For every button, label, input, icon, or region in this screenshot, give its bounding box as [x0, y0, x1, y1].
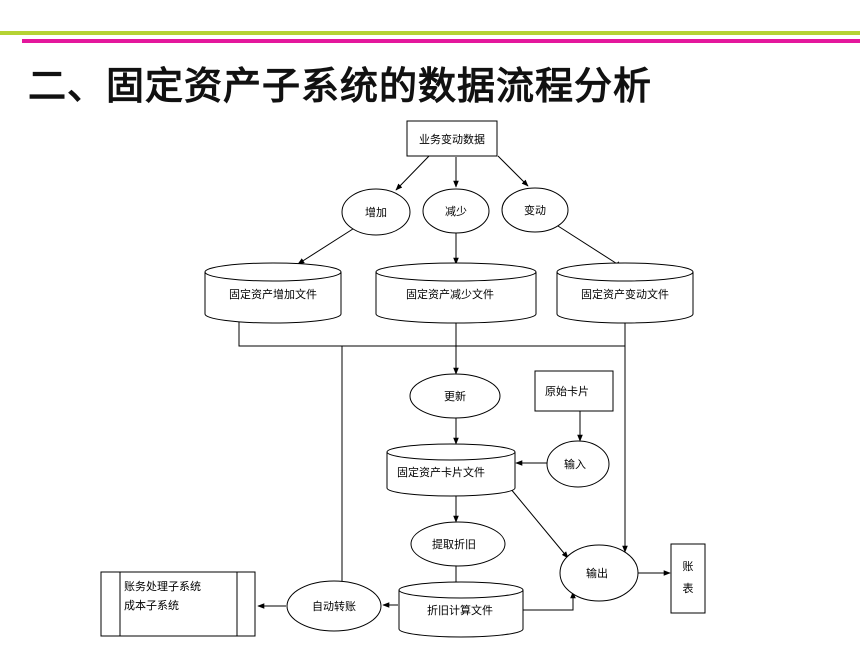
node-source: 业务变动数据: [406, 120, 498, 157]
node-output: 输出: [559, 544, 639, 602]
node-update: 更新: [409, 373, 501, 419]
node-change-label: 变动: [524, 203, 546, 217]
node-auto-post: 自动转账: [286, 580, 382, 632]
node-input-label: 输入: [564, 457, 586, 471]
node-external-label-1: 账务处理子系统: [124, 580, 201, 593]
node-original-card: 原始卡片: [534, 370, 614, 412]
edge-source-change: [497, 155, 529, 187]
node-update-label: 更新: [444, 389, 466, 403]
page-title: 二、固定资产子系统的数据流程分析: [28, 64, 653, 108]
header-rule-magenta: [22, 39, 860, 43]
node-reduce: 减少: [422, 188, 490, 234]
node-depreciate: 提取折旧: [410, 521, 506, 567]
node-card-file-label: 固定资产卡片文件: [397, 465, 485, 479]
edge-files-collector: [238, 318, 625, 347]
edge-cardfile-output: [509, 487, 569, 559]
node-original-card-label: 原始卡片: [545, 384, 589, 398]
node-external-label-2: 成本子系统: [124, 598, 179, 612]
node-reduce-file: 固定资产减少文件: [375, 262, 537, 324]
edge-source-add: [395, 154, 431, 191]
node-report-label-2: 表: [683, 581, 694, 595]
node-card-file: 固定资产卡片文件: [386, 443, 516, 497]
node-reduce-label: 减少: [445, 205, 467, 218]
node-auto-post-label: 自动转账: [312, 599, 356, 613]
node-report-label-1: 账: [683, 560, 694, 573]
node-add-file-label: 固定资产增加文件: [229, 287, 317, 301]
node-report: 账 表: [670, 543, 706, 614]
node-change: 变动: [501, 187, 569, 233]
node-add-file: 固定资产增加文件: [204, 262, 342, 324]
node-external: 账务处理子系统 成本子系统: [100, 571, 256, 637]
edge-add-addfile: [297, 226, 357, 265]
node-change-file-label: 固定资产变动文件: [581, 287, 669, 301]
node-depr-file-label: 折旧计算文件: [427, 603, 493, 617]
node-input: 输入: [546, 440, 610, 488]
node-output-label: 输出: [586, 566, 608, 580]
edge-change-changefile: [557, 225, 623, 268]
node-change-file: 固定资产变动文件: [556, 262, 694, 324]
header-rule-green: [0, 31, 860, 35]
edge-deprfile-output: [523, 591, 576, 611]
node-depr-file: 折旧计算文件: [398, 581, 524, 638]
node-add-label: 增加: [365, 205, 387, 219]
node-reduce-file-label: 固定资产减少文件: [406, 287, 494, 301]
node-source-label: 业务变动数据: [419, 132, 485, 146]
node-depreciate-label: 提取折旧: [432, 537, 476, 551]
flow-edges: [238, 154, 671, 611]
node-add: 增加: [341, 188, 411, 236]
